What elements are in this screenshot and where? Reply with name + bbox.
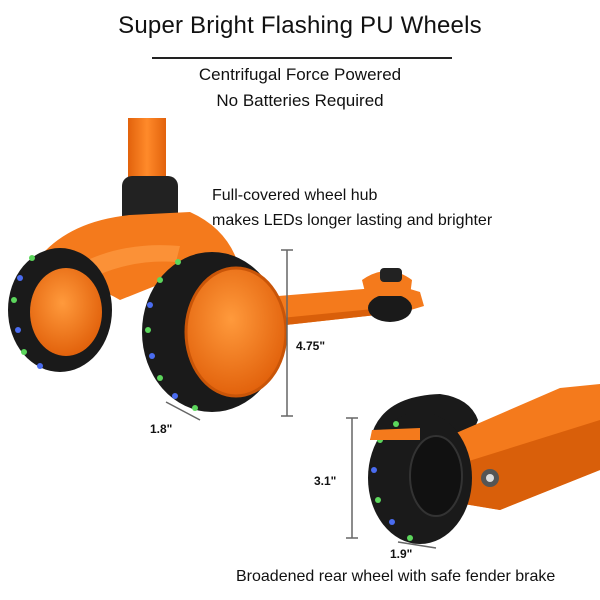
subtitle-line-1: Centrifugal Force Powered <box>198 65 402 84</box>
rear-wheel-width-label: 1.9" <box>390 547 413 561</box>
rear-wheel-leds <box>371 421 413 541</box>
left-wheel-leds <box>11 255 43 369</box>
hub-note-line-1: Full-covered wheel hub <box>212 187 378 204</box>
rear-wheel-height-label: 3.1" <box>314 474 337 488</box>
rear-wheel-caption: Broadened rear wheel with safe fender br… <box>236 568 556 585</box>
hub-note-line-2: makes LEDs longer lasting and brighter <box>212 212 493 229</box>
page-title: Super Bright Flashing PU Wheels <box>118 12 482 39</box>
front-wheel-width-label: 1.8" <box>150 422 173 436</box>
front-wheel-height-label: 4.75" <box>296 339 326 353</box>
dimension-lines <box>165 249 437 549</box>
title-divider <box>152 57 452 59</box>
small-rear-wheel <box>368 294 412 322</box>
subtitle-line-2: No Batteries Required <box>216 91 384 110</box>
right-wheel-leds <box>145 259 198 411</box>
